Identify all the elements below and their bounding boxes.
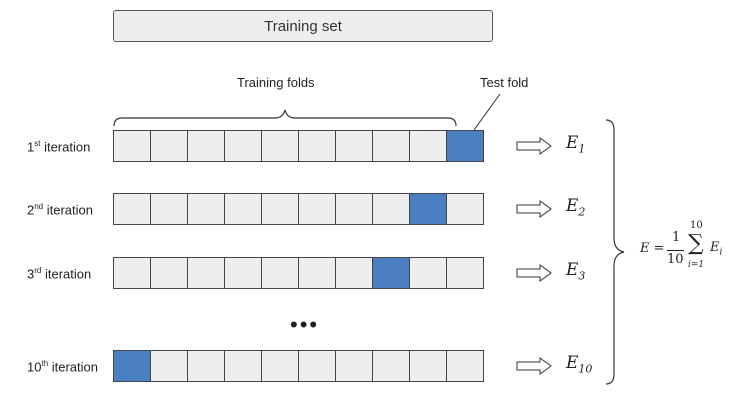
iteration-row: [113, 257, 493, 289]
training-fold: [335, 350, 373, 382]
iteration-label: 10th iteration: [27, 359, 99, 375]
test-fold-label: Test fold: [480, 75, 529, 90]
training-fold: [335, 130, 373, 162]
test-fold-pointer: [473, 93, 501, 131]
training-fold: [187, 193, 225, 225]
training-fold: [335, 257, 373, 289]
training-fold: [150, 350, 188, 382]
training-fold: [446, 257, 484, 289]
arrow-right-icon: [516, 137, 552, 155]
training-fold: [409, 130, 447, 162]
formula-denominator: 10: [667, 252, 684, 267]
training-fold: [298, 130, 336, 162]
formula-sum-upper: 10: [690, 220, 703, 231]
iteration-label: 1st iteration: [27, 139, 91, 155]
training-fold: [261, 193, 299, 225]
iteration-label: 3rd iteration: [27, 266, 92, 282]
test-fold: [113, 350, 151, 382]
training-fold: [224, 257, 262, 289]
formula-lhs: E =: [640, 241, 665, 256]
training-fold: [150, 130, 188, 162]
training-fold: [187, 130, 225, 162]
training-fold: [224, 193, 262, 225]
iteration-error: E3: [566, 260, 586, 283]
arrow-right-icon: [516, 264, 552, 282]
training-folds-label: Training folds: [237, 75, 315, 90]
iteration-row: [113, 193, 493, 225]
training-fold: [224, 350, 262, 382]
training-fold: [372, 350, 410, 382]
training-fold: [150, 257, 188, 289]
iteration-error: E2: [566, 196, 586, 219]
training-fold: [372, 130, 410, 162]
training-fold: [372, 193, 410, 225]
training-fold: [261, 130, 299, 162]
iteration-row: [113, 350, 493, 382]
training-fold: [113, 257, 151, 289]
iteration-label: 2nd iteration: [27, 202, 94, 218]
formula-term: Ei: [710, 240, 723, 258]
training-fold: [261, 257, 299, 289]
test-fold: [446, 130, 484, 162]
iteration-error: E10: [566, 353, 593, 376]
training-set-box: Training set: [113, 10, 493, 42]
training-fold: [335, 193, 373, 225]
iteration-error: E1: [566, 133, 586, 156]
average-error-formula: E = 1 10 10 ∑ i=1 Ei: [640, 220, 736, 280]
training-fold: [187, 350, 225, 382]
training-fold: [409, 350, 447, 382]
training-set-label: Training set: [264, 17, 342, 35]
ellipsis: •••: [290, 312, 320, 337]
training-fold: [261, 350, 299, 382]
training-fold: [446, 350, 484, 382]
training-fold: [113, 193, 151, 225]
errors-brace: [605, 119, 625, 385]
training-fold: [113, 130, 151, 162]
training-fold: [150, 193, 188, 225]
formula-sum-lower: i=1: [688, 260, 705, 270]
training-folds-brace: [113, 109, 457, 127]
arrow-right-icon: [516, 357, 552, 375]
training-fold: [298, 193, 336, 225]
formula-fraction-bar: [667, 250, 684, 251]
arrow-right-icon: [516, 200, 552, 218]
iteration-row: [113, 130, 493, 162]
formula-numerator: 1: [672, 230, 681, 245]
test-fold: [372, 257, 410, 289]
training-fold: [446, 193, 484, 225]
training-fold: [409, 257, 447, 289]
training-fold: [298, 350, 336, 382]
training-fold: [187, 257, 225, 289]
test-fold: [409, 193, 447, 225]
formula-sum-symbol: ∑: [688, 231, 704, 256]
training-fold: [224, 130, 262, 162]
training-fold: [298, 257, 336, 289]
